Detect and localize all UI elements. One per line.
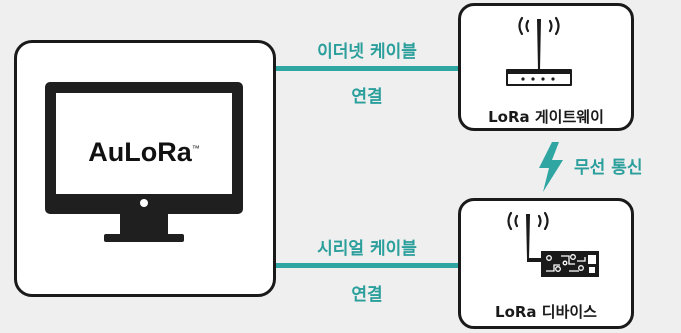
monitor-stand-neck (120, 214, 168, 236)
trademark-symbol: ™ (191, 144, 200, 153)
wireless-label: 무선 통신 (574, 158, 643, 178)
lora-module-icon (507, 211, 599, 277)
device-label: LoRa 디바이스 (495, 303, 597, 321)
monitor-power-dot (140, 199, 148, 207)
brand-logo: AuLoRa™ (56, 137, 232, 168)
device-node: LoRa 디바이스 (458, 198, 634, 329)
antenna-signal-icon (518, 16, 560, 36)
pc-node: AuLoRa™ (14, 40, 276, 297)
router-icon (506, 16, 572, 86)
antenna-signal-icon (507, 211, 549, 231)
ethernet-connect-label: 연결 (351, 87, 383, 107)
serial-connect-label: 연결 (351, 285, 383, 305)
monitor-screen: AuLoRa™ (45, 82, 243, 214)
ethernet-label: 이더넷 케이블 (317, 42, 417, 62)
monitor-stand-base (104, 234, 184, 242)
serial-connection-line (276, 263, 458, 268)
monitor-display: AuLoRa™ (56, 93, 232, 194)
lightning-icon (539, 142, 563, 192)
gateway-node: LoRa 게이트웨이 (458, 3, 634, 131)
ethernet-connection-line (276, 66, 458, 71)
brand-name: AuLoRa (88, 137, 192, 167)
gateway-label: LoRa 게이트웨이 (488, 108, 604, 126)
serial-label: 시리얼 케이블 (317, 239, 417, 259)
